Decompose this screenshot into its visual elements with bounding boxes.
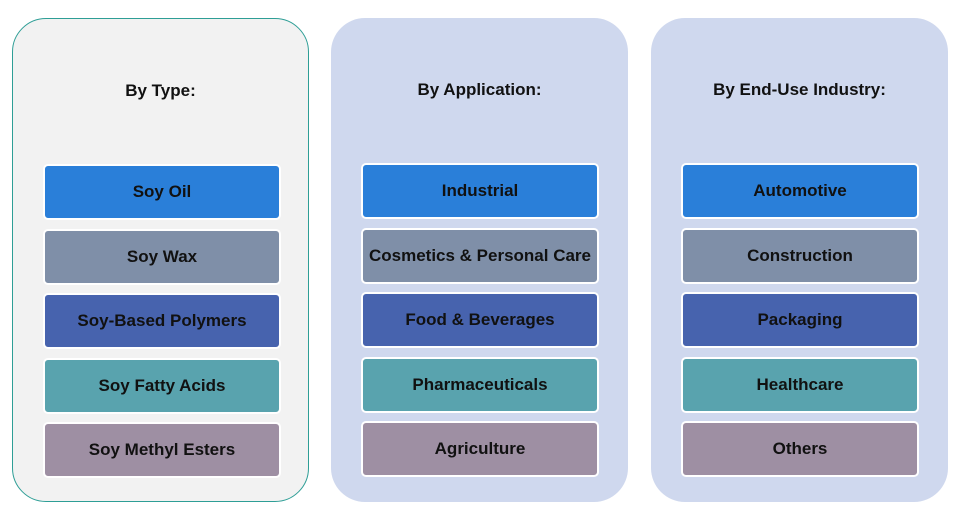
segment-item: Soy Fatty Acids <box>43 358 281 414</box>
segment-item: Agriculture <box>361 421 599 477</box>
segment-item: Soy Wax <box>43 229 281 285</box>
segment-item: Construction <box>681 228 919 284</box>
segment-item: Healthcare <box>681 357 919 413</box>
segment-item: Industrial <box>361 163 599 219</box>
segment-item: Soy Oil <box>43 164 281 220</box>
segment-item: Pharmaceuticals <box>361 357 599 413</box>
panel-title: By Application: <box>417 80 542 99</box>
segment-item: Soy-Based Polymers <box>43 293 281 349</box>
segment-item: Automotive <box>681 163 919 219</box>
segment-item: Cosmetics & Personal Care <box>361 228 599 284</box>
segment-item: Soy Methyl Esters <box>43 422 281 478</box>
panel-title: By Type: <box>125 81 196 100</box>
segment-item: Others <box>681 421 919 477</box>
segment-item: Food & Beverages <box>361 292 599 348</box>
segment-item: Packaging <box>681 292 919 348</box>
panel-title: By End-Use Industry: <box>713 80 886 99</box>
